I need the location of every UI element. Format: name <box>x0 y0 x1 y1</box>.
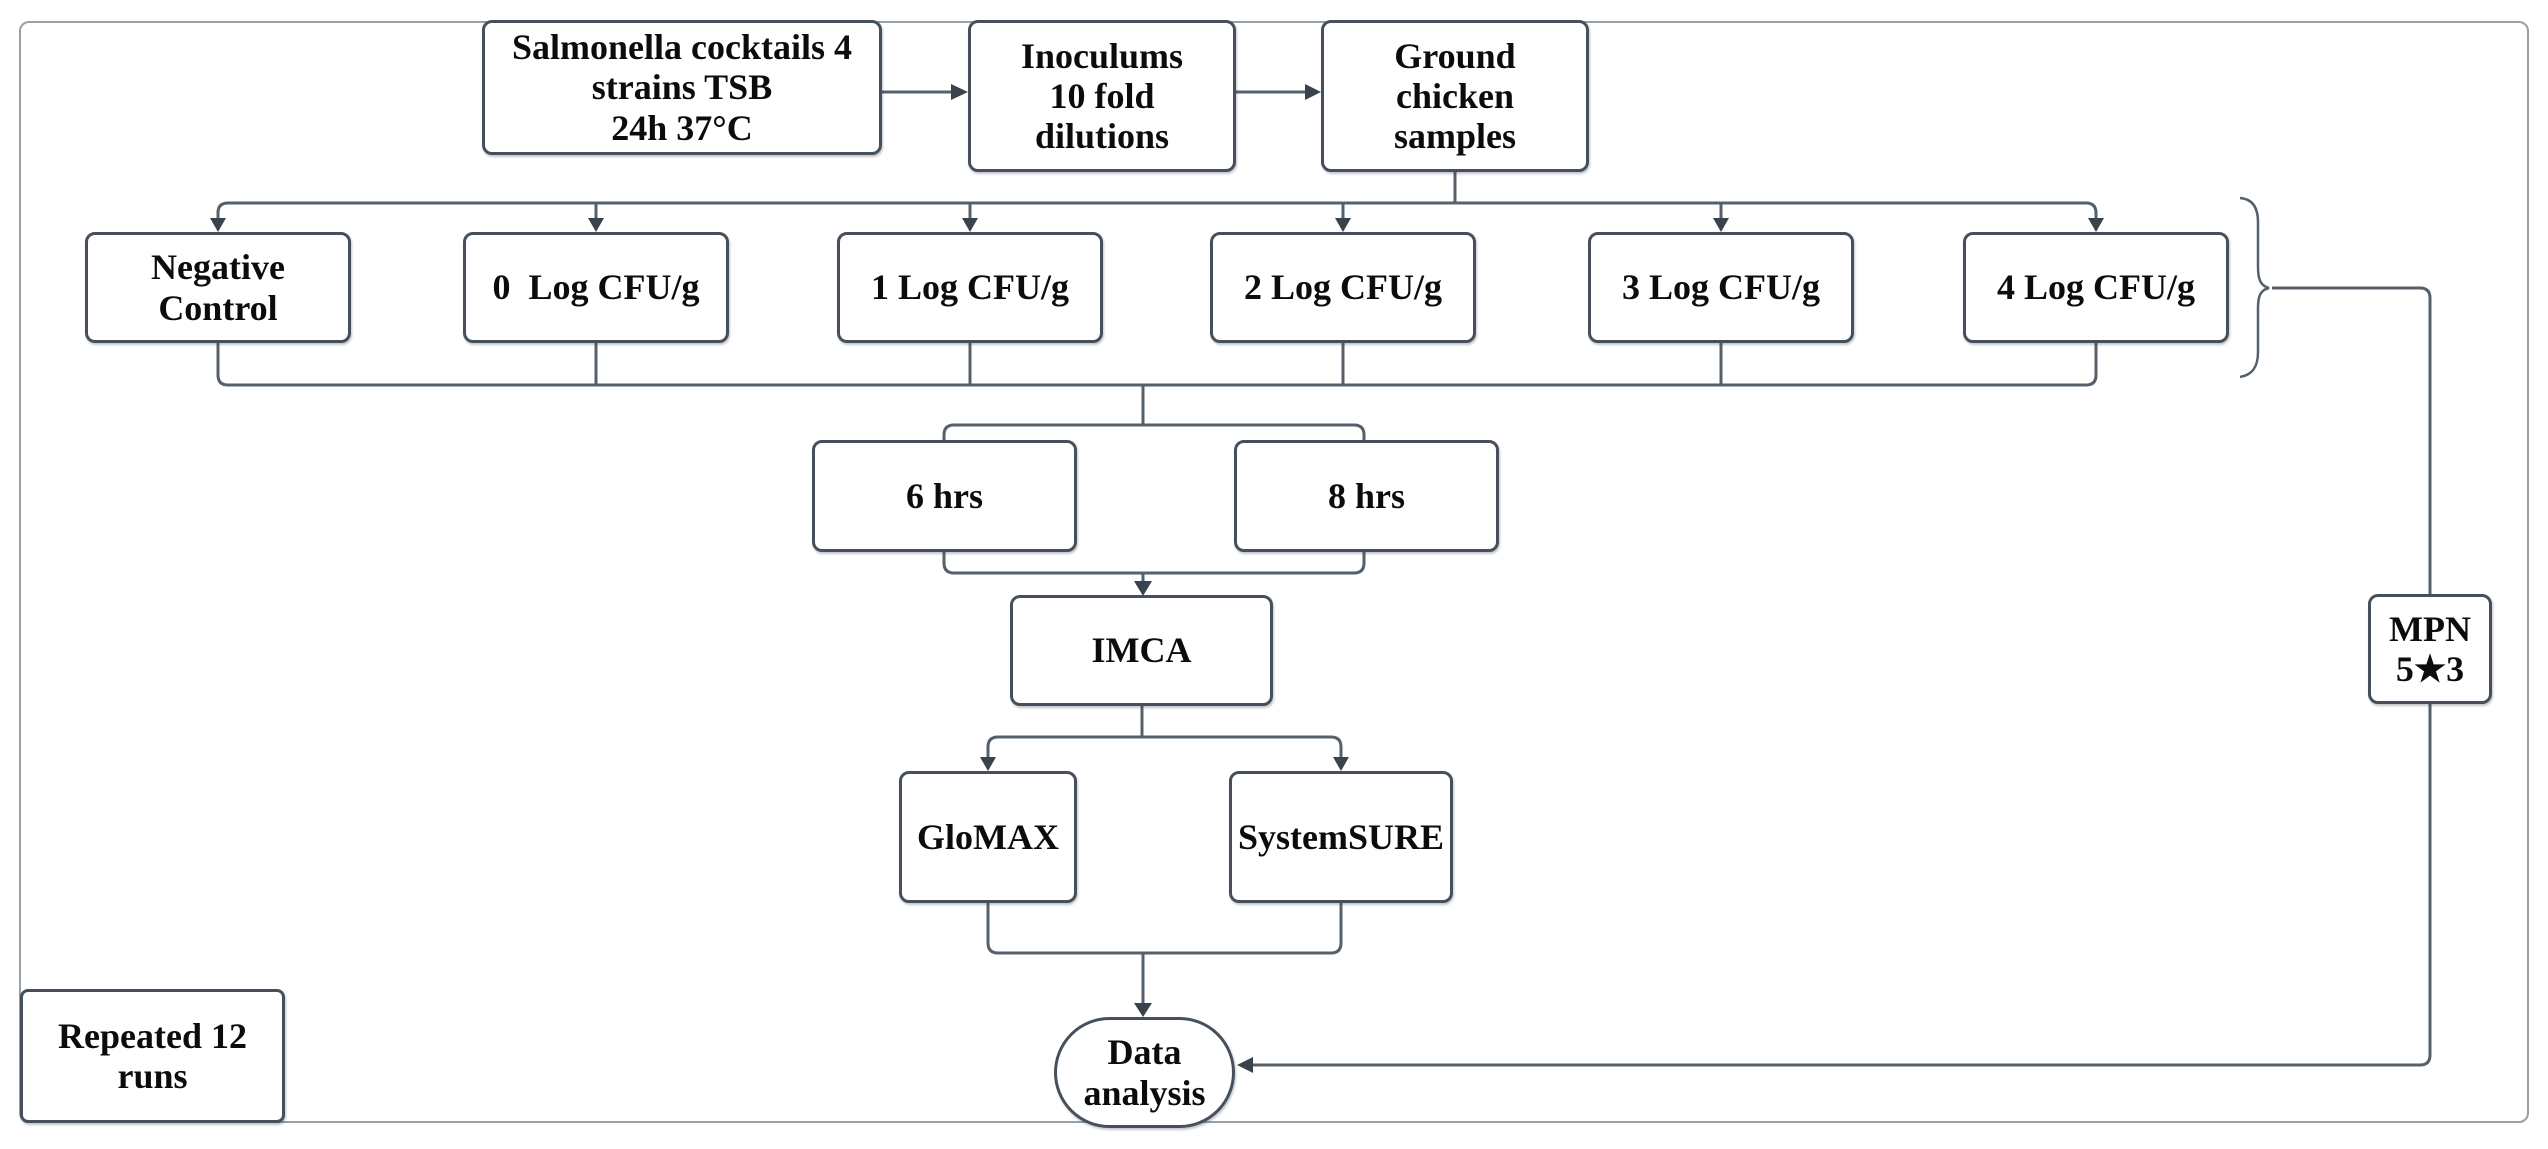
node-data-analysis: Data analysis <box>1054 1017 1235 1128</box>
node-repeated-12-runs: Repeated 12 runs <box>20 989 285 1123</box>
node-label: 1 Log CFU/g <box>871 267 1069 308</box>
split-to-readers <box>986 735 1343 757</box>
collector-line <box>216 343 2098 387</box>
mpn-to-data-line <box>1253 704 2432 1067</box>
brace-to-mpn-line <box>2272 286 2432 594</box>
node-label: 0 Log CFU/g <box>492 267 700 308</box>
connector-arrowheads <box>210 84 2104 1073</box>
node-4-log-cfu: 4 Log CFU/g <box>1963 232 2229 343</box>
node-label: Repeated 12 runs <box>58 1015 247 1096</box>
outer-border <box>19 21 2529 1123</box>
node-imca: IMCA <box>1010 595 1273 706</box>
node-label: Ground chicken samples <box>1393 35 1516 157</box>
node-inoculums-dilutions: Inoculums 10 fold dilutions <box>968 20 1236 172</box>
node-label: Salmonella cocktails 4 strains TSB 24h 3… <box>512 27 852 148</box>
merge-to-imca <box>942 552 1366 575</box>
node-8-hrs: 8 hrs <box>1234 440 1499 552</box>
node-mpn: MPN 5★3 <box>2368 594 2492 704</box>
node-label: 6 hrs <box>905 475 983 516</box>
merge-to-data <box>986 903 1343 955</box>
node-negative-control: Negative Control <box>85 232 351 343</box>
node-label: IMCA <box>1091 630 1192 671</box>
node-salmonella-cocktails: Salmonella cocktails 4 strains TSB 24h 3… <box>482 20 882 155</box>
node-1-log-cfu: 1 Log CFU/g <box>837 232 1103 343</box>
node-3-log-cfu: 3 Log CFU/g <box>1588 232 1854 343</box>
node-2-log-cfu: 2 Log CFU/g <box>1210 232 1476 343</box>
split-to-hours <box>942 423 1366 440</box>
curly-brace-icon <box>2239 196 2270 379</box>
node-label: MPN 5★3 <box>2389 608 2471 689</box>
node-glomax: GloMAX <box>899 771 1077 903</box>
node-label: Data analysis <box>1083 1032 1206 1113</box>
node-0-log-cfu: 0 Log CFU/g <box>463 232 729 343</box>
node-label: Inoculums 10 fold dilutions <box>1020 35 1184 157</box>
node-ground-chicken-samples: Ground chicken samples <box>1321 20 1589 172</box>
node-systemsure: SystemSURE <box>1229 771 1453 903</box>
node-label: 8 hrs <box>1327 475 1405 516</box>
node-6-hrs: 6 hrs <box>812 440 1077 552</box>
node-label: SystemSURE <box>1237 816 1444 857</box>
distribution-line <box>216 201 2098 228</box>
node-label: Negative Control <box>151 247 285 328</box>
node-label: 4 Log CFU/g <box>1997 267 2195 308</box>
node-label: 3 Log CFU/g <box>1622 267 1820 308</box>
node-label: 2 Log CFU/g <box>1244 267 1442 308</box>
node-label: GloMAX <box>917 816 1059 857</box>
